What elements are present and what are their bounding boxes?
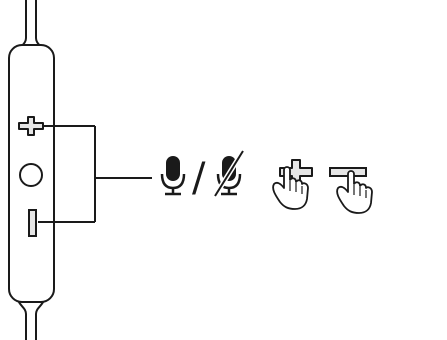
callout-bracket (38, 125, 152, 223)
separator-text: / (192, 155, 206, 201)
microphone-muted-icon (212, 149, 246, 198)
finger-tap-plus-icon (272, 159, 313, 210)
microphone-icon (160, 156, 186, 196)
finger-tap-minus-icon (329, 167, 373, 214)
plus-button[interactable] (18, 116, 44, 136)
lower-cable (17, 299, 45, 340)
minus-button[interactable] (28, 209, 37, 237)
upper-cable (25, 0, 37, 38)
center-button[interactable] (19, 163, 43, 187)
